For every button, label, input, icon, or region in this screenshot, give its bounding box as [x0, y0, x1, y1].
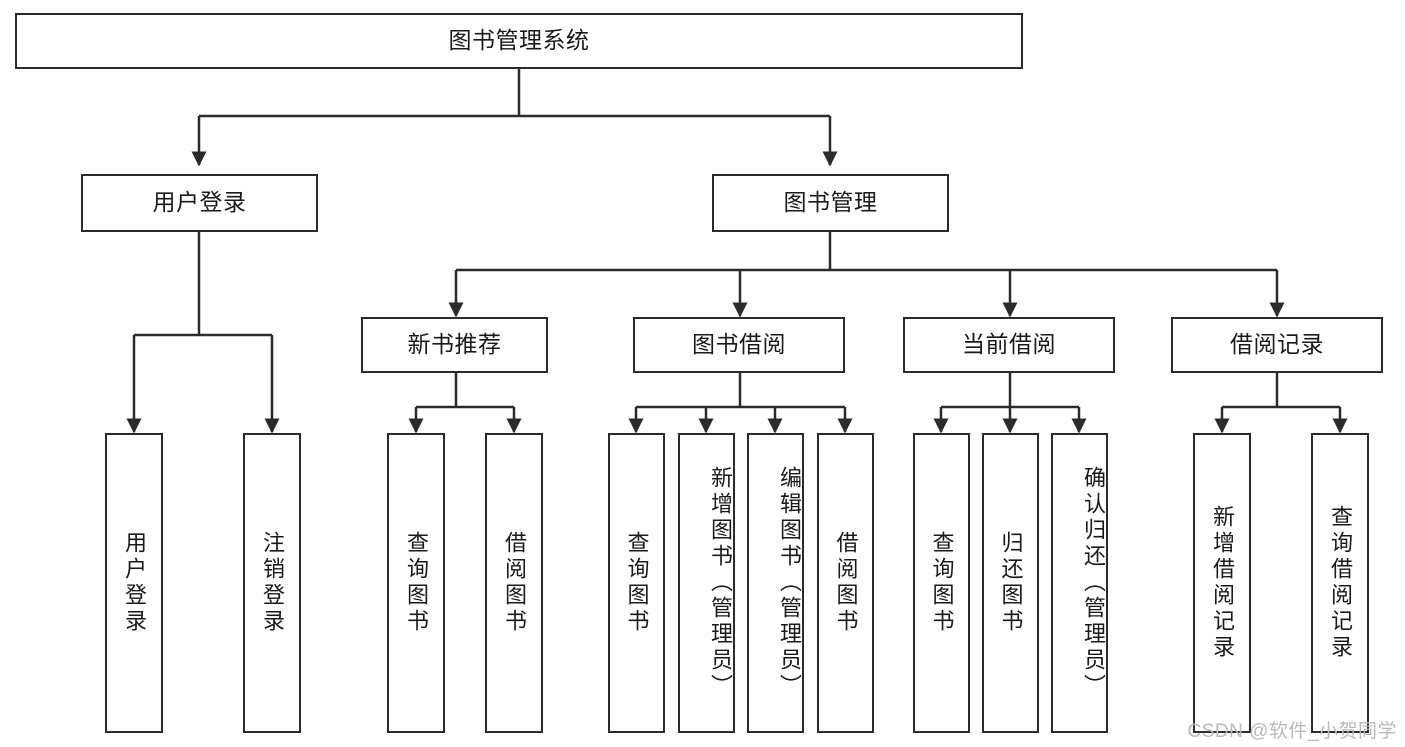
node-label: 编辑图书（管理员） — [777, 466, 802, 700]
leaf-query-book-1[interactable]: 查询图书 — [387, 433, 445, 733]
leaf-query-book-2[interactable]: 查询图书 — [608, 433, 665, 733]
node-label: 图书管理系统 — [448, 27, 590, 54]
node-label: 借阅记录 — [1230, 331, 1324, 358]
node-label: 查询图书 — [624, 531, 650, 635]
node-label: 用户登录 — [121, 531, 147, 635]
node-new-book-recommend[interactable]: 新书推荐 — [361, 317, 548, 373]
node-label: 归还图书 — [998, 531, 1024, 635]
leaf-user-login[interactable]: 用户登录 — [105, 433, 163, 733]
leaf-confirm-return[interactable]: 确认归还（管理员） — [1051, 433, 1108, 733]
node-borrow-record[interactable]: 借阅记录 — [1171, 317, 1383, 373]
node-label: 图书管理 — [783, 189, 878, 216]
leaf-borrow-book-2[interactable]: 借阅图书 — [817, 433, 874, 733]
leaf-add-borrow-record[interactable]: 新增借阅记录 — [1193, 433, 1251, 733]
node-label: 新增借阅记录 — [1209, 505, 1235, 661]
node-root-book-management-system[interactable]: 图书管理系统 — [15, 13, 1023, 69]
node-label: 查询借阅记录 — [1327, 505, 1353, 661]
node-label: 查询图书 — [929, 531, 955, 635]
node-book-borrow[interactable]: 图书借阅 — [633, 317, 845, 373]
leaf-return-book[interactable]: 归还图书 — [982, 433, 1039, 733]
leaf-edit-book[interactable]: 编辑图书（管理员） — [747, 433, 804, 733]
node-label: 借阅图书 — [833, 531, 859, 635]
csdn-watermark: CSDN @软件_小贺同学 — [1187, 721, 1397, 742]
node-label: 借阅图书 — [501, 531, 527, 635]
leaf-query-borrow-record[interactable]: 查询借阅记录 — [1311, 433, 1369, 733]
node-label: 注销登录 — [259, 531, 285, 635]
node-label: 图书借阅 — [692, 331, 786, 358]
node-label: 查询图书 — [403, 531, 429, 635]
node-label: 当前借阅 — [962, 331, 1056, 358]
node-label: 新书推荐 — [407, 331, 502, 358]
node-current-borrow[interactable]: 当前借阅 — [903, 317, 1115, 373]
node-book-management[interactable]: 图书管理 — [712, 174, 949, 232]
node-label: 新增图书（管理员） — [708, 466, 733, 700]
leaf-query-book-3[interactable]: 查询图书 — [913, 433, 970, 733]
node-label: 确认归还（管理员） — [1081, 466, 1106, 700]
node-user-login[interactable]: 用户登录 — [81, 174, 318, 232]
node-label: 用户登录 — [152, 189, 247, 216]
leaf-user-logout[interactable]: 注销登录 — [243, 433, 301, 733]
leaf-add-book[interactable]: 新增图书（管理员） — [678, 433, 735, 733]
leaf-borrow-book-1[interactable]: 借阅图书 — [485, 433, 543, 733]
